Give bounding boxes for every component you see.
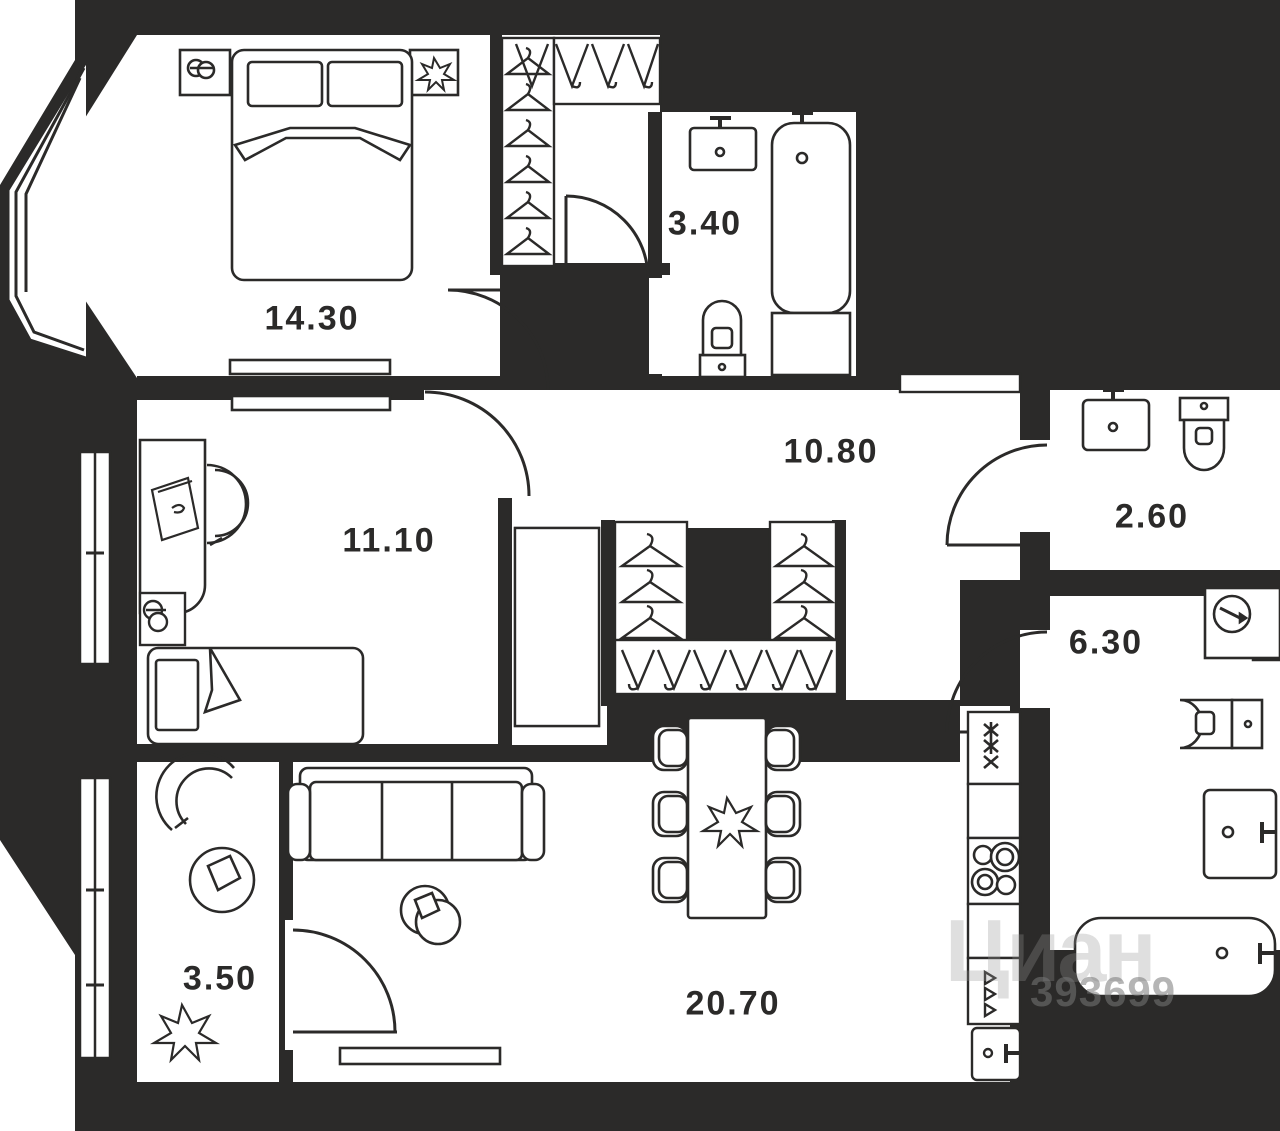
pillow: [154, 658, 200, 732]
bedroom-two-furniture: [138, 394, 392, 746]
area-label-bedroom-two: 11.10: [342, 521, 436, 560]
sofa: [286, 766, 546, 862]
radiator: [228, 358, 392, 376]
plant-icon: [149, 1001, 221, 1064]
plant-icon: [414, 55, 458, 94]
bathroom-main-fixtures: [688, 111, 852, 379]
pillow: [326, 60, 404, 108]
coffee-table: [399, 884, 462, 946]
area-label-bathroom-second: 6.30: [1068, 623, 1144, 662]
area-label-bathroom-main: 3.40: [667, 204, 743, 243]
bathtub: [770, 121, 852, 315]
side-table: [188, 846, 256, 914]
bathtub-surround: [770, 311, 852, 377]
bathtub: [1073, 916, 1277, 998]
bathroom-second-fixtures: [1073, 586, 1280, 998]
dining-chair: [651, 724, 689, 904]
dining-chair: [764, 724, 802, 904]
area-label-balcony: 3.50: [182, 959, 258, 998]
radiator: [338, 1046, 502, 1066]
lamp-icon: [138, 591, 187, 647]
countertop: [966, 782, 1022, 840]
bay-window: [6, 61, 88, 360]
plant-icon: [699, 794, 761, 850]
area-label-living-kitchen: 20.70: [685, 984, 781, 1023]
area-label-wc-small: 2.60: [1114, 497, 1190, 536]
area-label-bedroom: 14.30: [264, 299, 360, 338]
entry-door: [898, 372, 1022, 394]
snowflake-icon: [983, 722, 999, 769]
coat-hooks: [620, 649, 834, 692]
balcony-furniture: [149, 751, 256, 1064]
bedroom-furniture: [178, 48, 460, 376]
countertop: [966, 902, 1022, 960]
door-openings: [285, 278, 1052, 1050]
armchair: [155, 751, 235, 831]
bedroom-two-wardrobe: [513, 526, 601, 728]
living-kitchen-furniture: [286, 716, 802, 1066]
wc-fixtures: [1081, 388, 1230, 472]
radiator: [230, 394, 392, 412]
coat-hooks: [514, 43, 660, 90]
area-label-hall: 10.80: [783, 432, 879, 471]
double-bed: [230, 48, 414, 282]
wardrobe-hangers: [500, 36, 662, 268]
office-chair: [206, 463, 250, 547]
book-icon: [150, 476, 200, 542]
kitchen-units: [966, 710, 1022, 1082]
door-swings: [292, 194, 1048, 1034]
cooktop-burners: [970, 841, 1021, 897]
pillow: [246, 60, 324, 108]
dishwasher-icon: [983, 969, 998, 1019]
single-bed: [146, 646, 365, 746]
dishwasher: [966, 956, 1022, 1026]
lamp-icon: [186, 58, 216, 80]
